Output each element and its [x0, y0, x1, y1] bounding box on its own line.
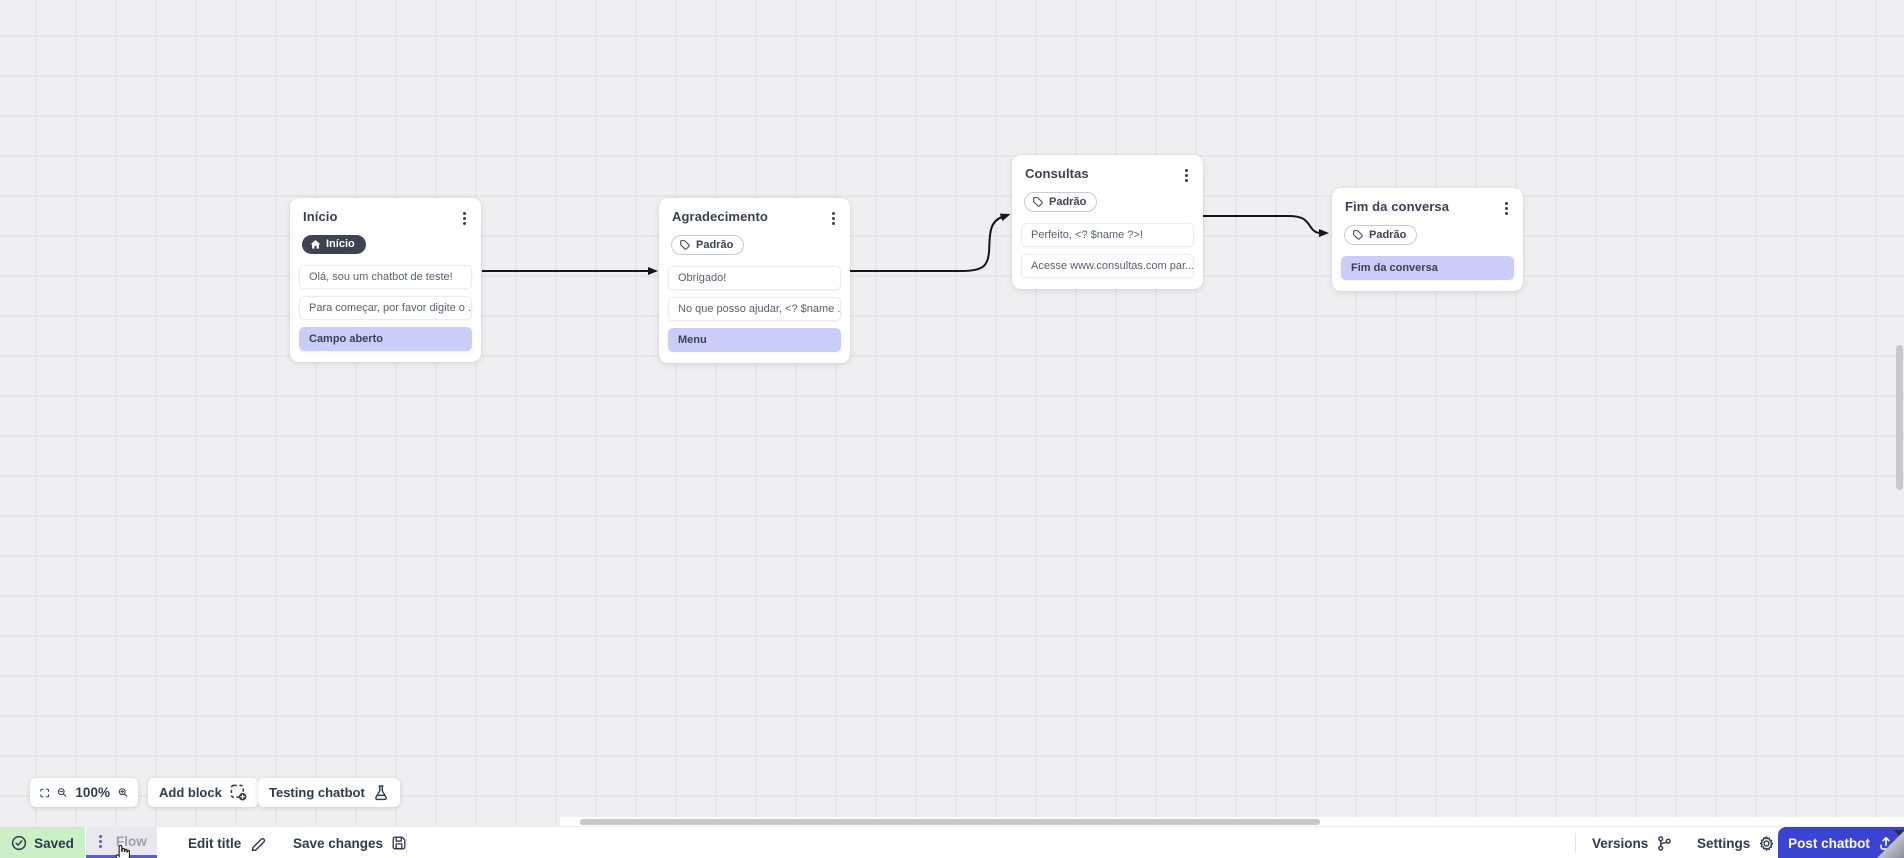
- testing-chatbot-label: Testing chatbot: [269, 785, 365, 800]
- horizontal-scrollbar-track[interactable]: [560, 817, 1904, 827]
- versions-label: Versions: [1592, 835, 1649, 851]
- wire-consultas-fim: [1202, 215, 1329, 237]
- fullscreen-icon[interactable]: [40, 786, 49, 800]
- block-menu-icon[interactable]: [1500, 199, 1513, 218]
- message-row[interactable]: Acesse www.consultas.com par...: [1021, 254, 1194, 278]
- testing-chatbot-button[interactable]: Testing chatbot: [258, 778, 400, 807]
- pencil-icon: [251, 837, 266, 851]
- gear-icon: [1760, 835, 1774, 851]
- block-type-badge: Início: [302, 235, 366, 254]
- bottom-bar: Saved Flow Edit title Save changes Versi…: [0, 826, 1904, 858]
- block-menu-icon[interactable]: [458, 209, 471, 228]
- versions-button[interactable]: Versions: [1592, 827, 1673, 858]
- block-title: Início: [303, 209, 338, 224]
- action-row[interactable]: Menu: [668, 328, 841, 352]
- add-block-button[interactable]: Add block: [148, 778, 258, 807]
- action-row[interactable]: Fim da conversa: [1341, 256, 1514, 280]
- zoom-in-icon[interactable]: [118, 785, 128, 800]
- message-row[interactable]: Obrigado!: [668, 266, 841, 290]
- check-circle-icon: [11, 835, 27, 851]
- message-row[interactable]: Olá, sou um chatbot de teste!: [299, 265, 472, 289]
- edit-title-button[interactable]: Edit title: [188, 827, 266, 858]
- saved-status-badge: Saved: [0, 827, 85, 858]
- edit-title-label: Edit title: [188, 835, 242, 851]
- add-block-icon: [230, 784, 247, 801]
- flow-tab-label: Flow: [116, 833, 147, 849]
- flow-block-agradecimento[interactable]: Agradecimento Padrão Obrigado! No que po…: [659, 198, 850, 363]
- tag-icon: [1033, 197, 1043, 207]
- home-icon: [310, 240, 321, 249]
- block-type-badge: Padrão: [671, 235, 745, 255]
- saved-label: Saved: [34, 835, 74, 851]
- tag-icon: [680, 240, 690, 250]
- settings-label: Settings: [1697, 835, 1751, 851]
- save-icon: [392, 836, 406, 850]
- git-branch-icon: [1658, 835, 1672, 851]
- message-row[interactable]: Perfeito, <? $name ?>!: [1021, 223, 1194, 247]
- message-row[interactable]: Para começar, por favor digite o ...: [299, 296, 472, 320]
- block-type-badge: Padrão: [1344, 225, 1418, 245]
- flow-block-fim-da-conversa[interactable]: Fim da conversa Padrão Fim da conversa: [1332, 188, 1523, 291]
- flow-block-inicio[interactable]: Início Início Olá, sou um chatbot de tes…: [290, 198, 481, 362]
- tag-icon: [1353, 230, 1363, 240]
- flow-tab-menu-icon[interactable]: [94, 832, 107, 851]
- flow-block-consultas[interactable]: Consultas Padrão Perfeito, <? $name ?>! …: [1012, 155, 1203, 289]
- block-title: Consultas: [1025, 166, 1089, 181]
- flask-icon: [374, 785, 387, 801]
- horizontal-scrollbar-thumb[interactable]: [580, 819, 1320, 825]
- settings-button[interactable]: Settings: [1697, 827, 1775, 858]
- bottombar-divider: [1575, 833, 1576, 853]
- block-title: Fim da conversa: [1345, 199, 1450, 214]
- zoom-level: 100%: [75, 785, 110, 800]
- block-type-badge: Padrão: [1024, 192, 1098, 212]
- zoom-out-icon[interactable]: [57, 785, 67, 800]
- zoom-toolbar: 100%: [30, 778, 138, 807]
- action-row[interactable]: Campo aberto: [299, 327, 472, 351]
- corner-fold-shadow: [1894, 830, 1904, 841]
- block-menu-icon[interactable]: [827, 209, 840, 228]
- post-chatbot-label: Post chatbot: [1788, 835, 1870, 851]
- save-changes-button[interactable]: Save changes: [293, 827, 407, 858]
- save-changes-label: Save changes: [293, 835, 384, 851]
- vertical-scrollbar-thumb[interactable]: [1896, 345, 1903, 490]
- mouse-cursor-hand: [115, 844, 130, 858]
- bottombar-divider: [406, 833, 407, 853]
- message-row[interactable]: No que posso ajudar, <? $name ...: [668, 297, 841, 321]
- add-block-label: Add block: [159, 785, 222, 800]
- block-title: Agradecimento: [672, 209, 768, 224]
- wire-agradecimento-consultas: [850, 213, 1011, 272]
- block-menu-icon[interactable]: [1180, 166, 1193, 185]
